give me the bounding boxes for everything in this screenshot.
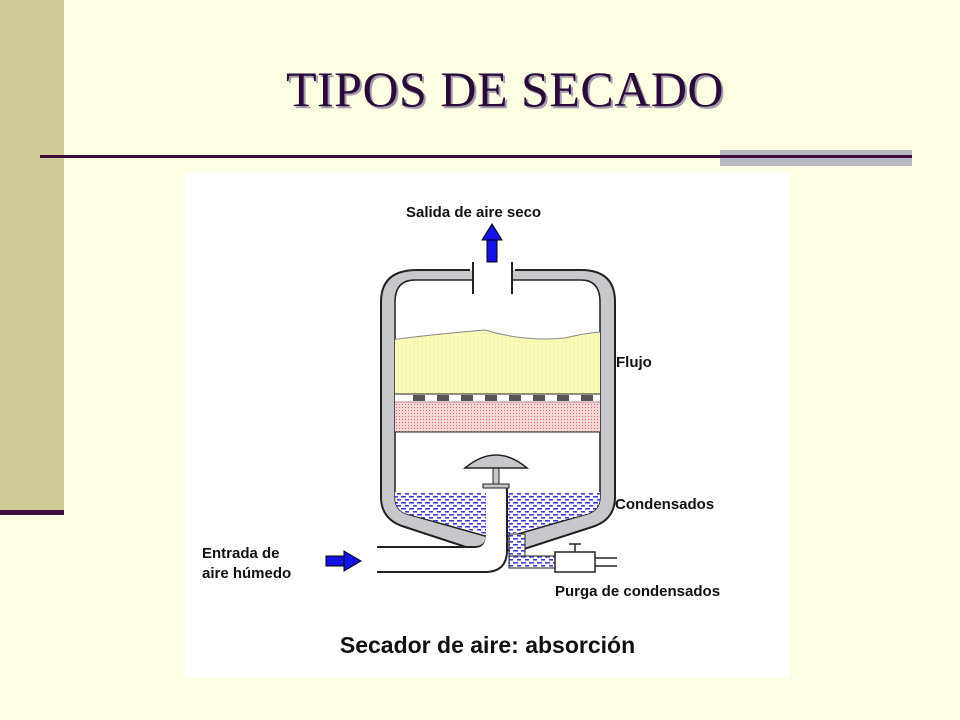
flow-label: Flujo [616,354,652,371]
title-rule-accent-line [720,155,912,158]
drain-label: Purga de condensados [555,583,721,600]
inlet-label-line1: Entrada de [202,545,280,562]
condensate-label: Condensados [615,496,715,513]
support-grate [395,393,600,403]
left-decorative-band [0,0,64,512]
slide-title: TIPOS DE SECADO [285,61,725,117]
filter-layer [395,401,600,433]
left-band-underline [0,510,64,515]
inlet-arrow-icon [325,550,362,572]
title-rule [40,155,720,158]
outlet-arrow-icon [481,223,503,263]
dryer-illustration [325,223,617,573]
inlet-pipe [377,487,508,573]
drain-valve-icon [554,543,617,573]
drain-line [508,533,556,569]
desiccant-bed [395,329,600,395]
diagram-caption: Secador de aire: absorción [339,632,636,658]
outlet-pipe [472,262,513,294]
diffuser-cap [462,454,530,489]
title-rule-accent [720,150,912,166]
outlet-label: Salida de aire seco [406,204,542,221]
inlet-label-line2: aire húmedo [202,565,292,582]
dryer-diagram: Salida de aire seco Flujo Condensados En… [185,172,790,678]
